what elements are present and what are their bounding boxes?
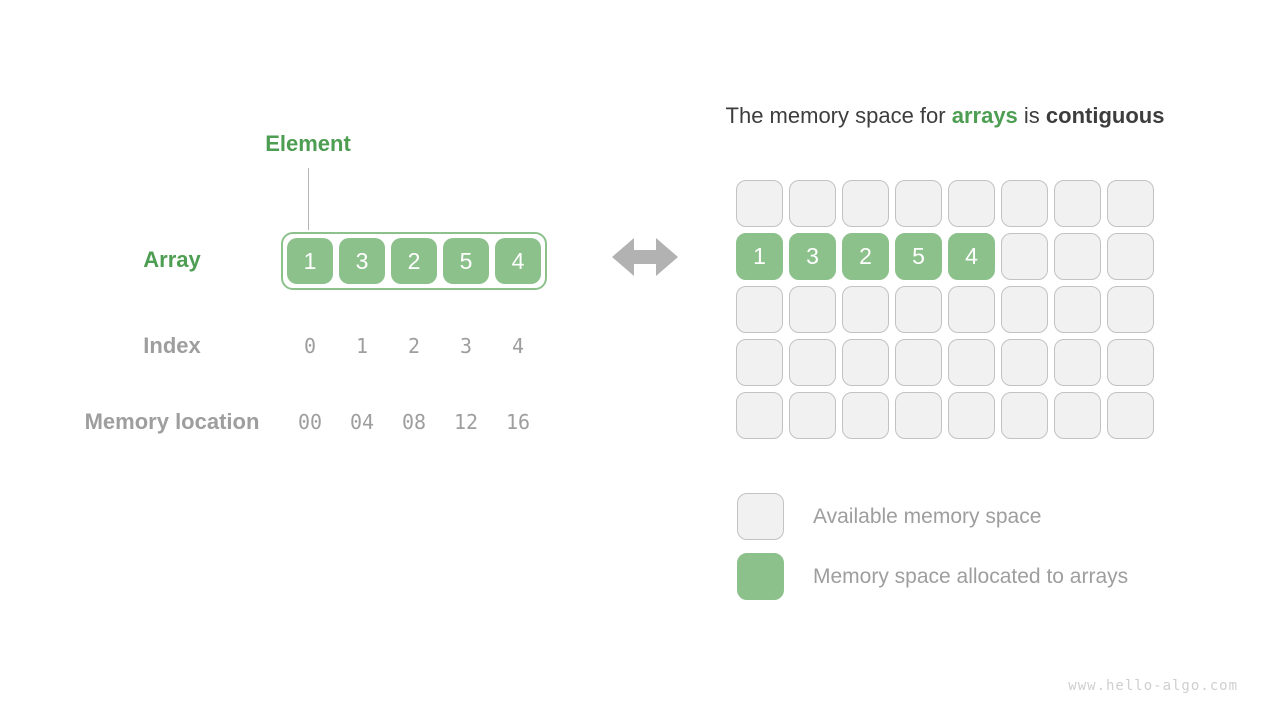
memory-cell [842,339,889,386]
memory-cell [1001,339,1048,386]
memory-cell [1001,286,1048,333]
memory-value: 00 [297,410,323,434]
memory-cell [842,392,889,439]
double-arrow-icon [612,237,678,282]
memory-cell-allocated: 4 [948,233,995,280]
element-connector-line [308,168,309,230]
memory-cell [789,339,836,386]
index-label: Index [143,333,201,358]
memory-cell [789,286,836,333]
memory-cell [1054,180,1101,227]
index-value: 0 [303,334,317,358]
title-middle: is [1017,103,1046,128]
memory-cell [895,392,942,439]
memory-location-label: Memory location [84,409,260,434]
allocated-memory-swatch [737,553,784,600]
element-label: Element [265,131,351,156]
memory-cell [948,339,995,386]
memory-cell [1001,233,1048,280]
array-cell: 1 [287,238,333,284]
right-title: The memory space for arrays is contiguou… [726,103,1165,129]
index-value: 1 [355,334,369,358]
array-cell: 4 [495,238,541,284]
legend-label: Available memory space [813,504,1042,528]
memory-cell [1001,392,1048,439]
title-bold-contiguous: contiguous [1045,103,1165,128]
title-prefix: The memory space for [725,103,952,128]
memory-cell [1001,180,1048,227]
memory-values-row: 00 04 08 12 16 [287,410,541,434]
legend-item-available: Available memory space [737,493,1041,540]
memory-cell [1107,286,1154,333]
memory-cell [789,180,836,227]
array-container: 1 3 2 5 4 [281,232,547,290]
watermark: www.hello-algo.com [1068,678,1238,694]
memory-cell-allocated: 5 [895,233,942,280]
memory-cell [1107,233,1154,280]
index-value: 4 [511,334,525,358]
legend-label: Memory space allocated to arrays [813,564,1129,588]
title-highlight-arrays: arrays [951,103,1018,128]
memory-cell [1054,392,1101,439]
memory-cell [736,392,783,439]
memory-value: 04 [349,410,375,434]
legend-item-allocated: Memory space allocated to arrays [737,553,1128,600]
array-cell: 3 [339,238,385,284]
memory-cell [842,180,889,227]
index-value: 2 [407,334,421,358]
memory-cell [842,286,889,333]
memory-value: 16 [505,410,531,434]
memory-cell-allocated: 1 [736,233,783,280]
memory-cell [736,180,783,227]
memory-value: 08 [401,410,427,434]
array-cell: 5 [443,238,489,284]
memory-cell [789,392,836,439]
memory-cell [1054,286,1101,333]
array-cell: 2 [391,238,437,284]
memory-cell [1107,180,1154,227]
array-label: Array [143,247,201,272]
memory-cell [948,286,995,333]
memory-cell-allocated: 3 [789,233,836,280]
memory-cell [1054,339,1101,386]
memory-cell [895,339,942,386]
memory-cell [736,286,783,333]
memory-cell [1107,339,1154,386]
index-values-row: 0 1 2 3 4 [287,334,541,358]
memory-cell [948,180,995,227]
memory-cell [1054,233,1101,280]
memory-cell [736,339,783,386]
index-value: 3 [459,334,473,358]
memory-cell [948,392,995,439]
available-memory-swatch [737,493,784,540]
memory-cell-allocated: 2 [842,233,889,280]
memory-cell [1107,392,1154,439]
memory-cell [895,286,942,333]
memory-cell [895,180,942,227]
memory-value: 12 [453,410,479,434]
